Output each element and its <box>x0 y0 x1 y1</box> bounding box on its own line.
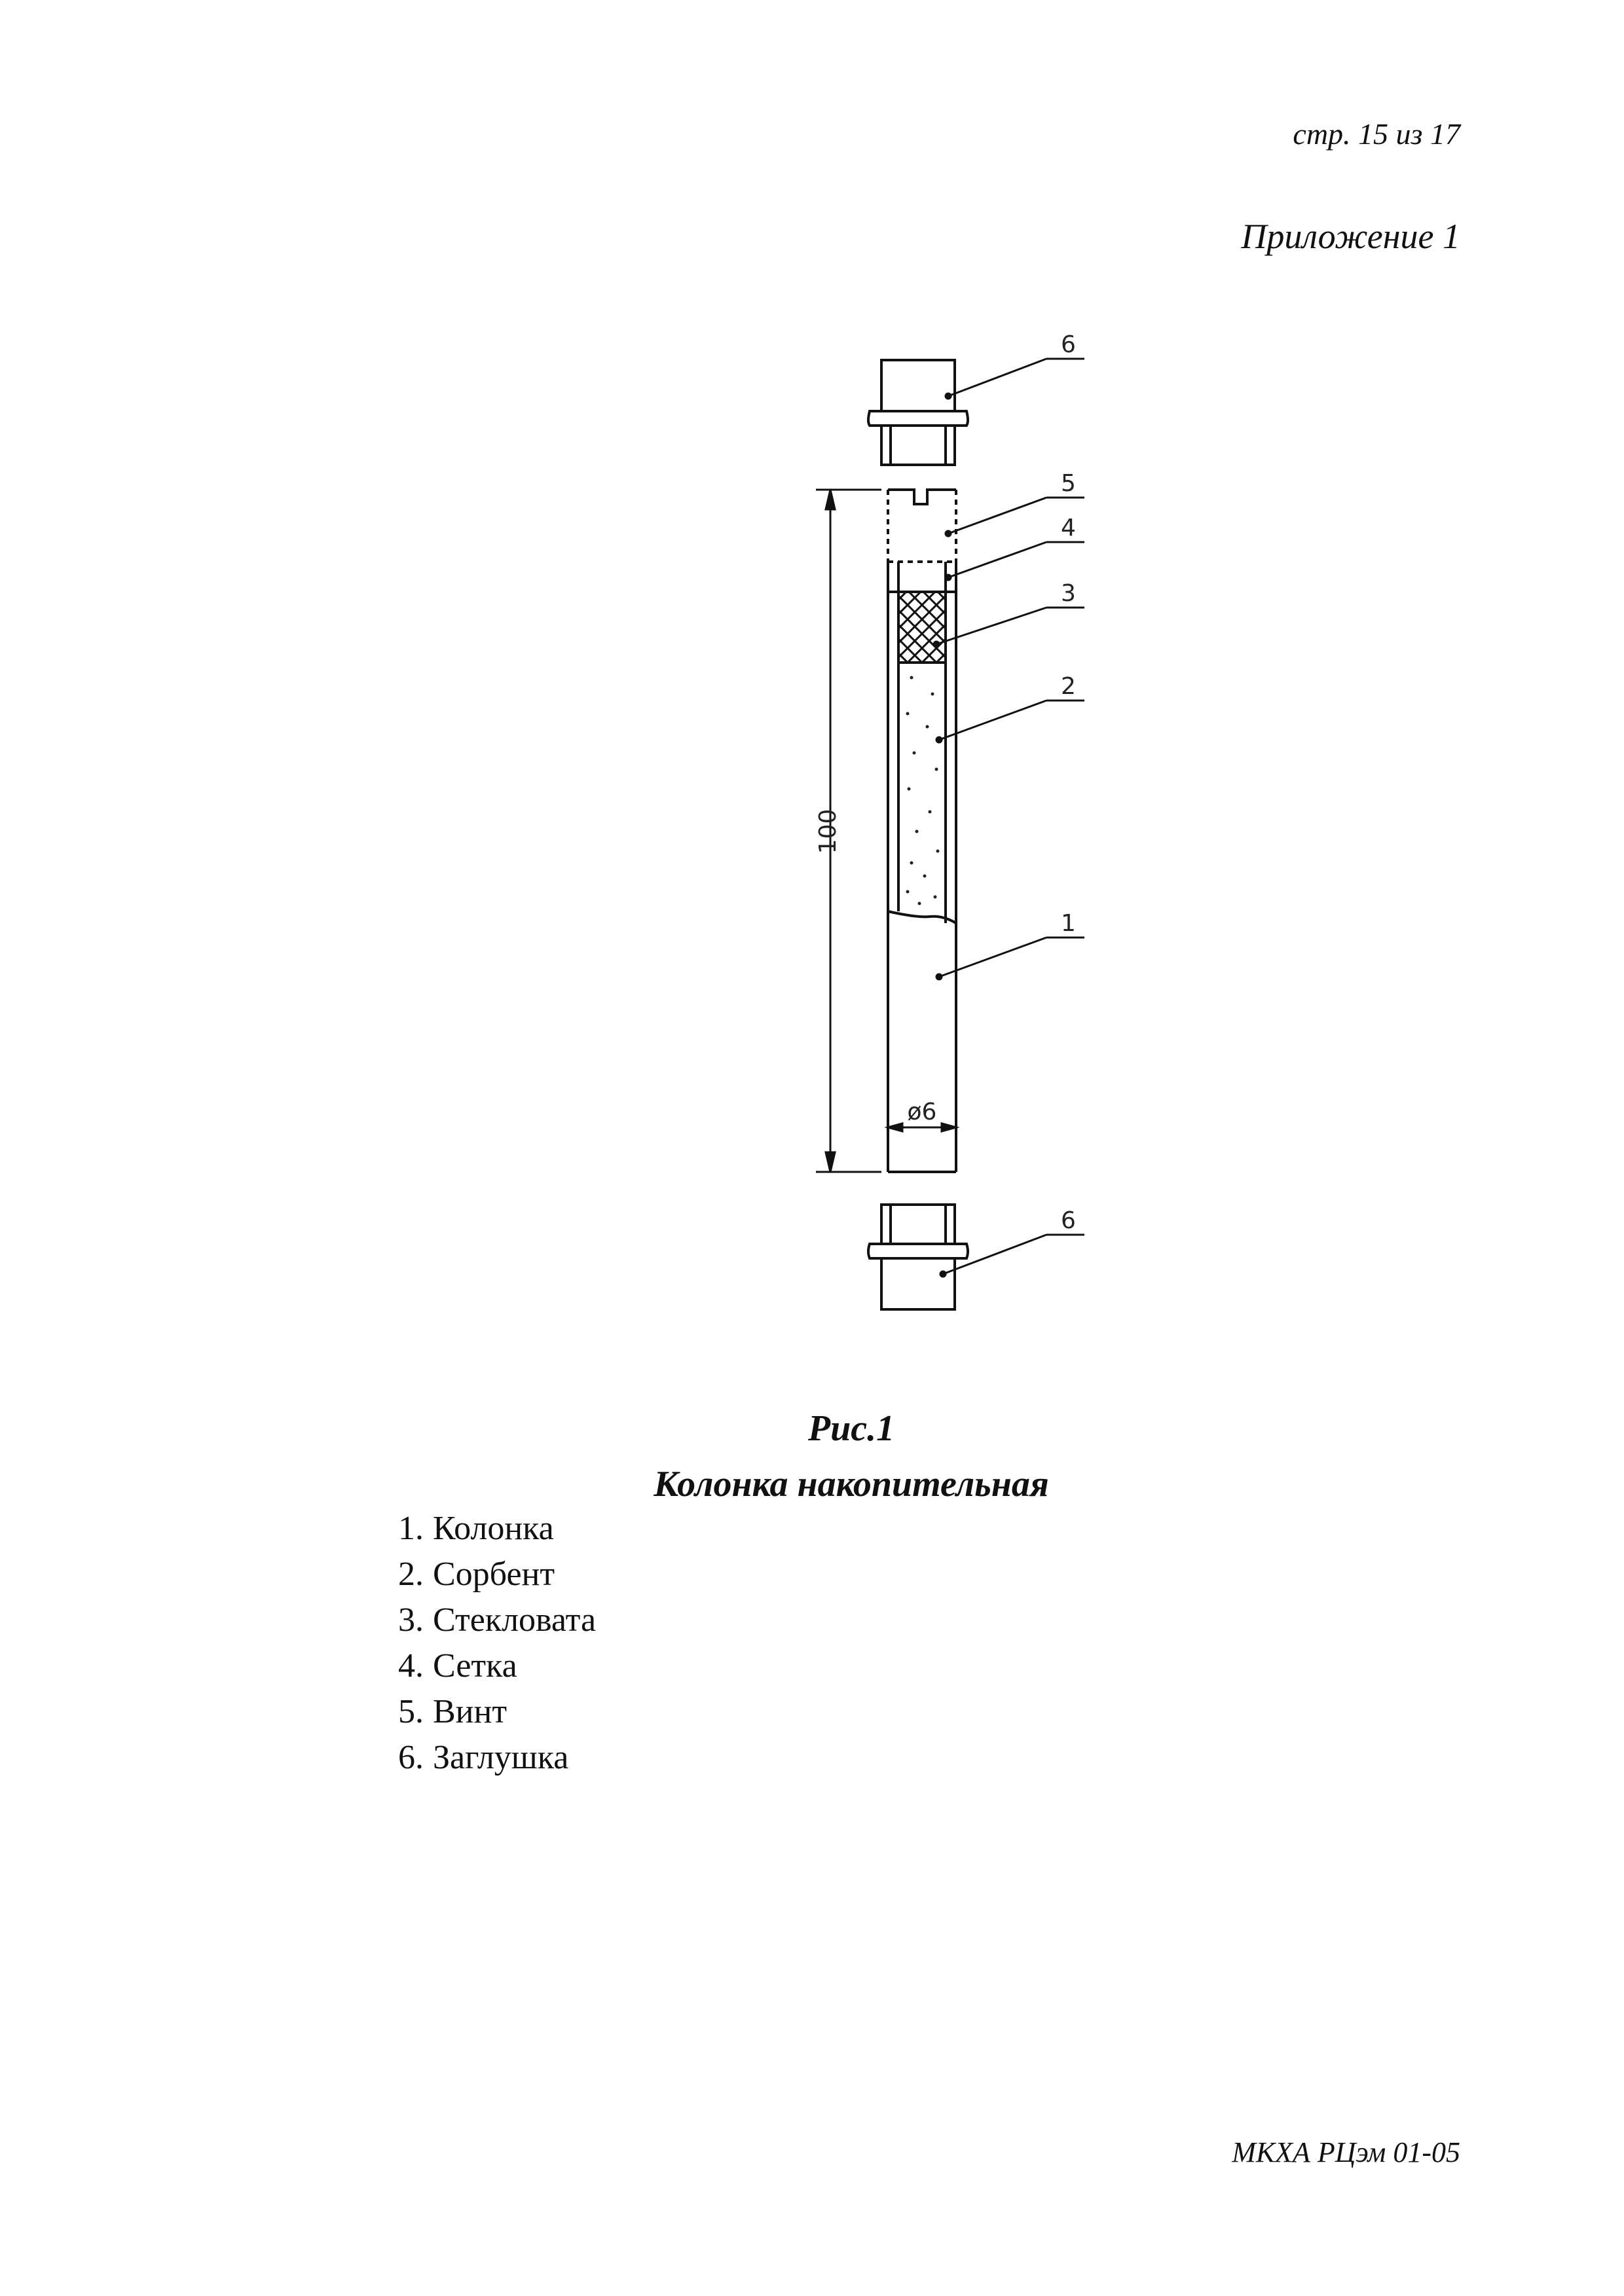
list-item-name: Сорбент <box>433 1556 555 1593</box>
list-item: 6.Заглушка <box>370 1735 596 1781</box>
list-item-name: Колонка <box>433 1510 554 1547</box>
sorbent-fill <box>906 676 940 905</box>
bottom-plug <box>867 1203 969 1311</box>
length-dimension <box>816 488 881 1173</box>
list-item-number: 5. <box>398 1693 424 1730</box>
top-plug <box>867 359 969 466</box>
list-item-name: Заглушка <box>433 1739 569 1776</box>
list-item-name: Сетка <box>433 1647 517 1685</box>
list-item: 2.Сорбент <box>370 1552 596 1597</box>
callout-sorbent: 2 <box>1061 673 1076 700</box>
figure-title: Колонка накопительная <box>654 1464 1049 1504</box>
parts-list: 1.Колонка 2.Сорбент 3.Стекловата 4.Сетка… <box>370 1506 596 1781</box>
list-item: 5.Винт <box>370 1689 596 1735</box>
callout-glass-wool: 3 <box>1061 580 1076 607</box>
callout-top-plug: 6 <box>1061 331 1076 358</box>
length-dimension-label: 100 <box>815 809 841 854</box>
callout-bottom-plug: 6 <box>1061 1207 1076 1234</box>
list-item: 1.Колонка <box>370 1506 596 1552</box>
list-item: 4.Сетка <box>370 1643 596 1689</box>
list-item-name: Стекловата <box>433 1601 597 1639</box>
page-number: стр. 15 из 17 <box>1293 117 1460 151</box>
list-item: 3.Стекловата <box>370 1597 596 1643</box>
callout-mesh: 4 <box>1061 515 1076 541</box>
list-item-number: 2. <box>398 1556 424 1593</box>
column-drawing: 100 ø6 6 5 4 3 2 1 6 <box>815 331 1084 1311</box>
list-item-number: 4. <box>398 1647 424 1685</box>
callout-screw: 5 <box>1061 470 1076 497</box>
column-body <box>887 488 957 1173</box>
list-item-name: Винт <box>433 1693 507 1730</box>
document-code: МКХА РЦэм 01-05 <box>1232 2136 1460 2168</box>
diameter-dimension-label: ø6 <box>908 1099 937 1125</box>
leader-lines <box>932 357 1084 1278</box>
callout-column: 1 <box>1061 910 1076 937</box>
list-item-number: 6. <box>398 1739 424 1776</box>
list-item-number: 3. <box>398 1601 424 1639</box>
appendix-title: Приложение 1 <box>1241 217 1460 256</box>
diameter-dimension <box>884 1122 960 1133</box>
figure-label: Рис.1 <box>807 1408 895 1449</box>
list-item-number: 1. <box>398 1510 424 1547</box>
